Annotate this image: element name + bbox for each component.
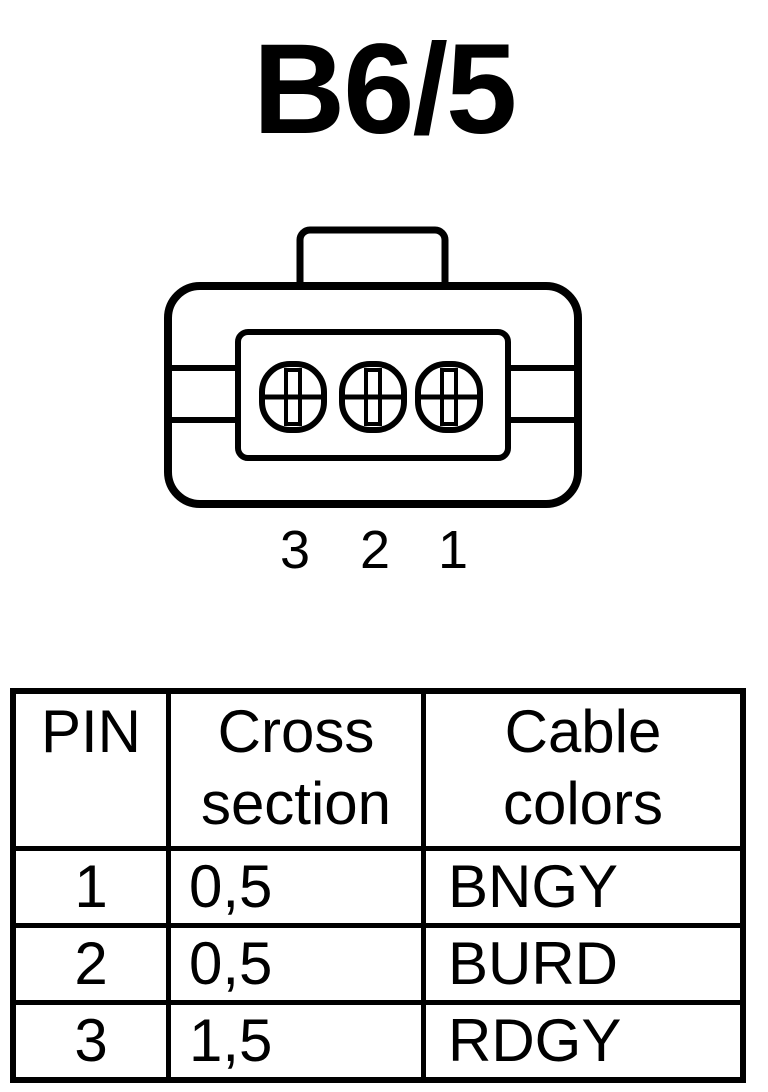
header-cross-section: Cross section [166, 688, 426, 851]
cell-pin: 2 [10, 923, 171, 1005]
pin-table: PIN Cross section Cable colors 1 0,5 BNG… [10, 688, 746, 1083]
cell-cable-color: RDGY [421, 1000, 746, 1083]
pin-label-2: 2 [359, 520, 391, 580]
cell-cable-color: BNGY [421, 846, 746, 928]
pin-3-terminal [259, 361, 327, 433]
header-pin: PIN [10, 688, 171, 851]
pin-1-terminal [415, 361, 483, 433]
cell-cross-section: 1,5 [166, 1000, 426, 1083]
connector-title: B6/5 [252, 18, 517, 161]
pin-2-terminal [339, 361, 407, 433]
header-cross-section-line2: section [200, 770, 392, 837]
header-cable-colors: Cable colors [421, 688, 746, 851]
cell-pin: 3 [10, 1000, 171, 1083]
header-pin-text: PIN [40, 698, 142, 765]
pin-number-labels: 3 2 1 [0, 520, 768, 580]
header-cable-colors-line2: colors [502, 770, 664, 837]
table-row: 3 1,5 RDGY [10, 1000, 746, 1083]
pin-label-1: 1 [437, 520, 469, 580]
pin-table-header: PIN Cross section Cable colors [10, 688, 746, 851]
connector-diagram [164, 226, 582, 508]
cell-cable-color: BURD [421, 923, 746, 1005]
cell-cross-section: 0,5 [166, 846, 426, 928]
header-cable-colors-line1: Cable [504, 698, 662, 765]
cell-cross-section: 0,5 [166, 923, 426, 1005]
cell-pin: 1 [10, 846, 171, 928]
table-row: 1 0,5 BNGY [10, 846, 746, 928]
table-row: 2 0,5 BURD [10, 923, 746, 1005]
pin-label-3: 3 [279, 520, 311, 580]
header-cross-section-line1: Cross [217, 698, 375, 765]
